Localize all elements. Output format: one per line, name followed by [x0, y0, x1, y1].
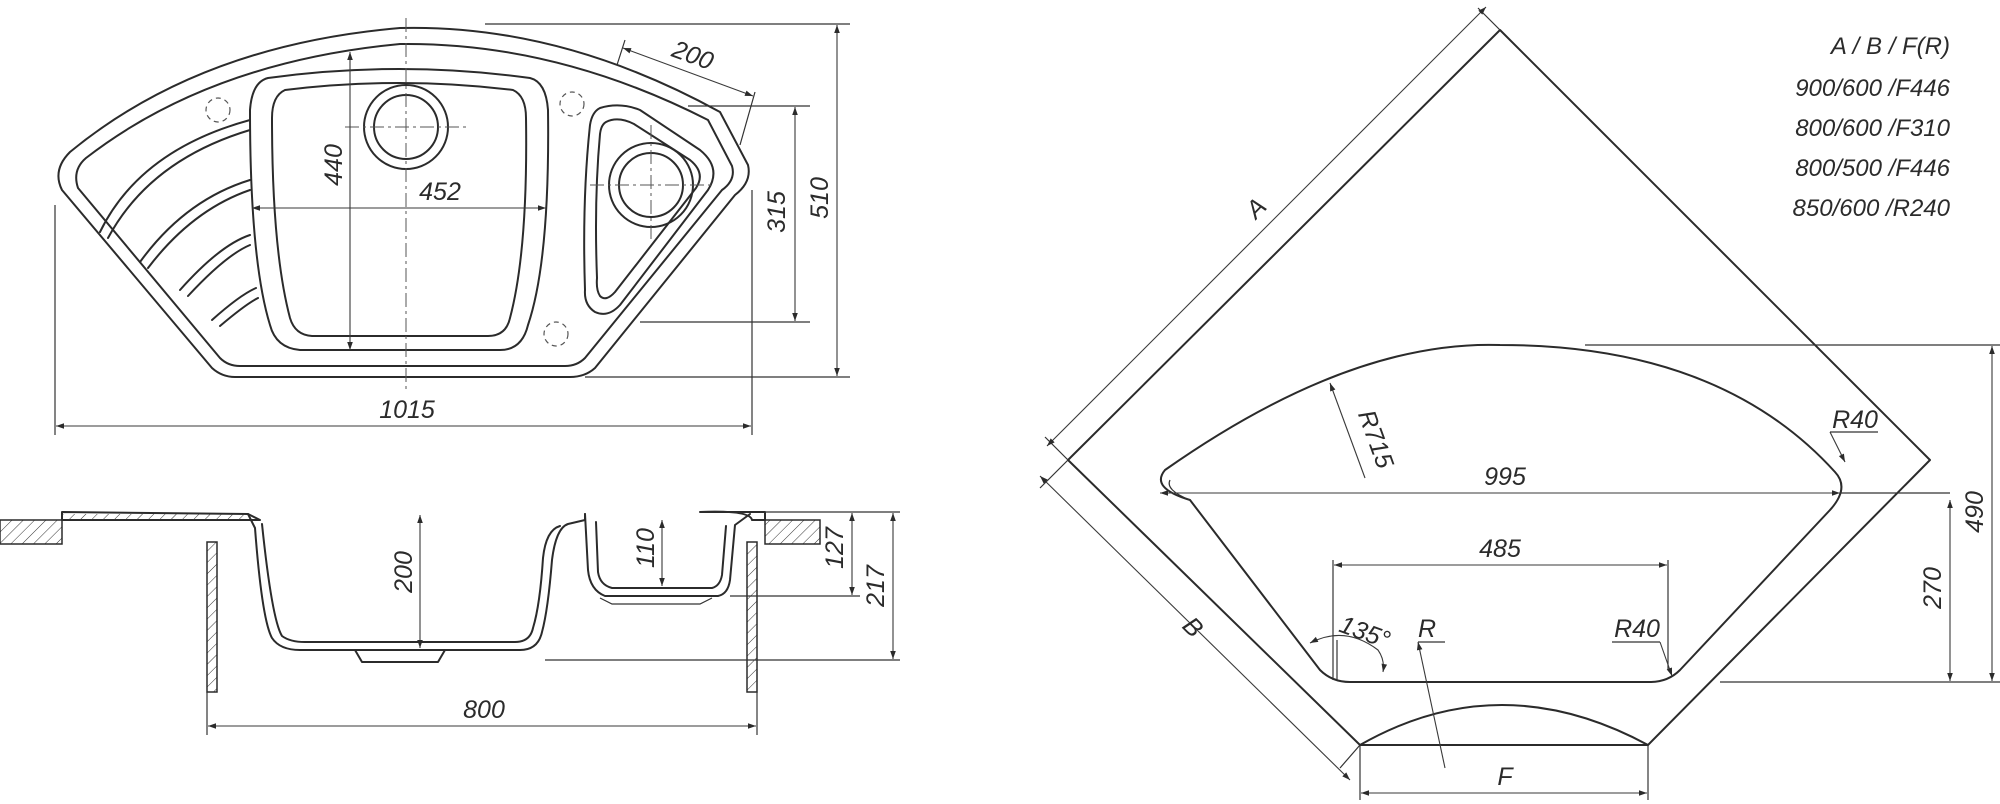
dim-995: 995	[1160, 463, 1950, 496]
svg-text:R40: R40	[1614, 615, 1660, 643]
dim-270: 270	[1919, 500, 1953, 681]
size-table-row: 800/600 /F310	[1795, 115, 1950, 142]
dim-r40-top: R40	[1829, 406, 1878, 463]
drainboard-rib	[99, 119, 251, 233]
svg-text:135°: 135°	[1336, 610, 1394, 654]
svg-text:B: B	[1177, 612, 1209, 644]
sink-outer-contour	[57, 26, 750, 378]
cabinet-wall-right	[746, 541, 758, 693]
dim-200-top: 200	[616, 35, 756, 146]
front-arc	[1359, 704, 1649, 746]
size-table-row: 800/500 /F446	[1795, 155, 1950, 182]
dim-200-section: 200	[390, 515, 423, 648]
main-bowl-inner	[271, 82, 528, 337]
svg-text:270: 270	[1919, 567, 1947, 610]
small-bowl	[583, 104, 715, 315]
svg-text:A: A	[1239, 193, 1272, 226]
svg-text:F: F	[1497, 763, 1514, 791]
svg-text:127: 127	[821, 526, 849, 569]
svg-text:800: 800	[463, 696, 505, 724]
drainboard-rib	[211, 287, 257, 321]
drain-outlet	[354, 649, 446, 663]
dim-r715: R715	[1329, 382, 1399, 479]
dim-r40-bottom: R40	[1612, 615, 1673, 677]
drainboard-rib	[179, 234, 251, 291]
dim-490: 490	[1585, 344, 2000, 683]
drainboard-rib	[187, 244, 251, 297]
svg-text:217: 217	[862, 564, 890, 608]
svg-text:R40: R40	[1832, 406, 1878, 434]
dim-127: 127	[730, 511, 900, 597]
small-bowl-inner	[595, 118, 701, 300]
rim-hatch	[62, 514, 248, 520]
svg-text:200: 200	[667, 35, 717, 76]
size-table-header: A / B / F(R)	[1829, 33, 1950, 60]
drainboard-rib	[219, 297, 259, 327]
faucet-hole-marker	[559, 91, 585, 117]
dim-440: 440	[320, 52, 353, 350]
sink-section-view: 800 200 110 127 217	[0, 510, 900, 735]
drainboard-rib	[107, 129, 251, 239]
svg-text:510: 510	[806, 177, 834, 219]
size-table-row: 850/600 /R240	[1793, 195, 1951, 222]
drainboard-rib	[139, 179, 251, 263]
main-bowl-section	[247, 513, 586, 651]
svg-text:R: R	[1418, 615, 1436, 643]
svg-text:452: 452	[419, 178, 461, 206]
dim-510: 510	[485, 23, 850, 378]
dim-800: 800	[206, 692, 758, 735]
sink-inner-contour	[75, 42, 734, 367]
sink-top-view: 1015 452 440 200 315	[54, 18, 850, 435]
dim-485: 485	[1332, 535, 1669, 680]
small-bowl-bottom	[599, 597, 713, 605]
dim-135: 135°	[1309, 610, 1394, 680]
dim-110: 110	[632, 520, 665, 586]
dim-315: 315	[640, 105, 810, 323]
main-bowl	[249, 68, 550, 351]
dim-217: 217	[545, 513, 900, 661]
small-bowl-section-inner	[595, 521, 727, 589]
cabinet-wall-left	[206, 541, 218, 693]
svg-text:995: 995	[1484, 463, 1526, 491]
svg-text:440: 440	[320, 144, 348, 186]
svg-text:315: 315	[763, 191, 791, 233]
dim-f: F	[1359, 745, 1649, 800]
dim-a: A	[1044, 6, 1501, 461]
main-bowl-section-inner	[261, 523, 561, 643]
size-table-row: 900/600 /F446	[1795, 75, 1950, 102]
faucet-hole-marker	[543, 321, 569, 347]
dim-b: B	[1039, 459, 1361, 781]
svg-text:200: 200	[390, 551, 418, 594]
size-table: A / B / F(R) 900/600 /F446 800/600 /F310…	[1793, 33, 1951, 222]
faucet-hole-marker	[205, 97, 231, 123]
sink-rim-right	[699, 510, 766, 521]
drainboard-rib	[147, 189, 251, 269]
countertop-left	[0, 519, 63, 545]
dim-452: 452	[252, 178, 546, 211]
svg-text:1015: 1015	[379, 396, 435, 424]
svg-text:490: 490	[1961, 491, 1989, 533]
countertop-right	[764, 519, 821, 545]
dim-1015: 1015	[54, 190, 753, 435]
dim-r: R	[1416, 615, 1446, 769]
small-bowl-section	[584, 513, 751, 597]
cutout-outline	[1159, 343, 1843, 683]
svg-text:485: 485	[1479, 535, 1521, 563]
svg-text:110: 110	[632, 528, 660, 568]
